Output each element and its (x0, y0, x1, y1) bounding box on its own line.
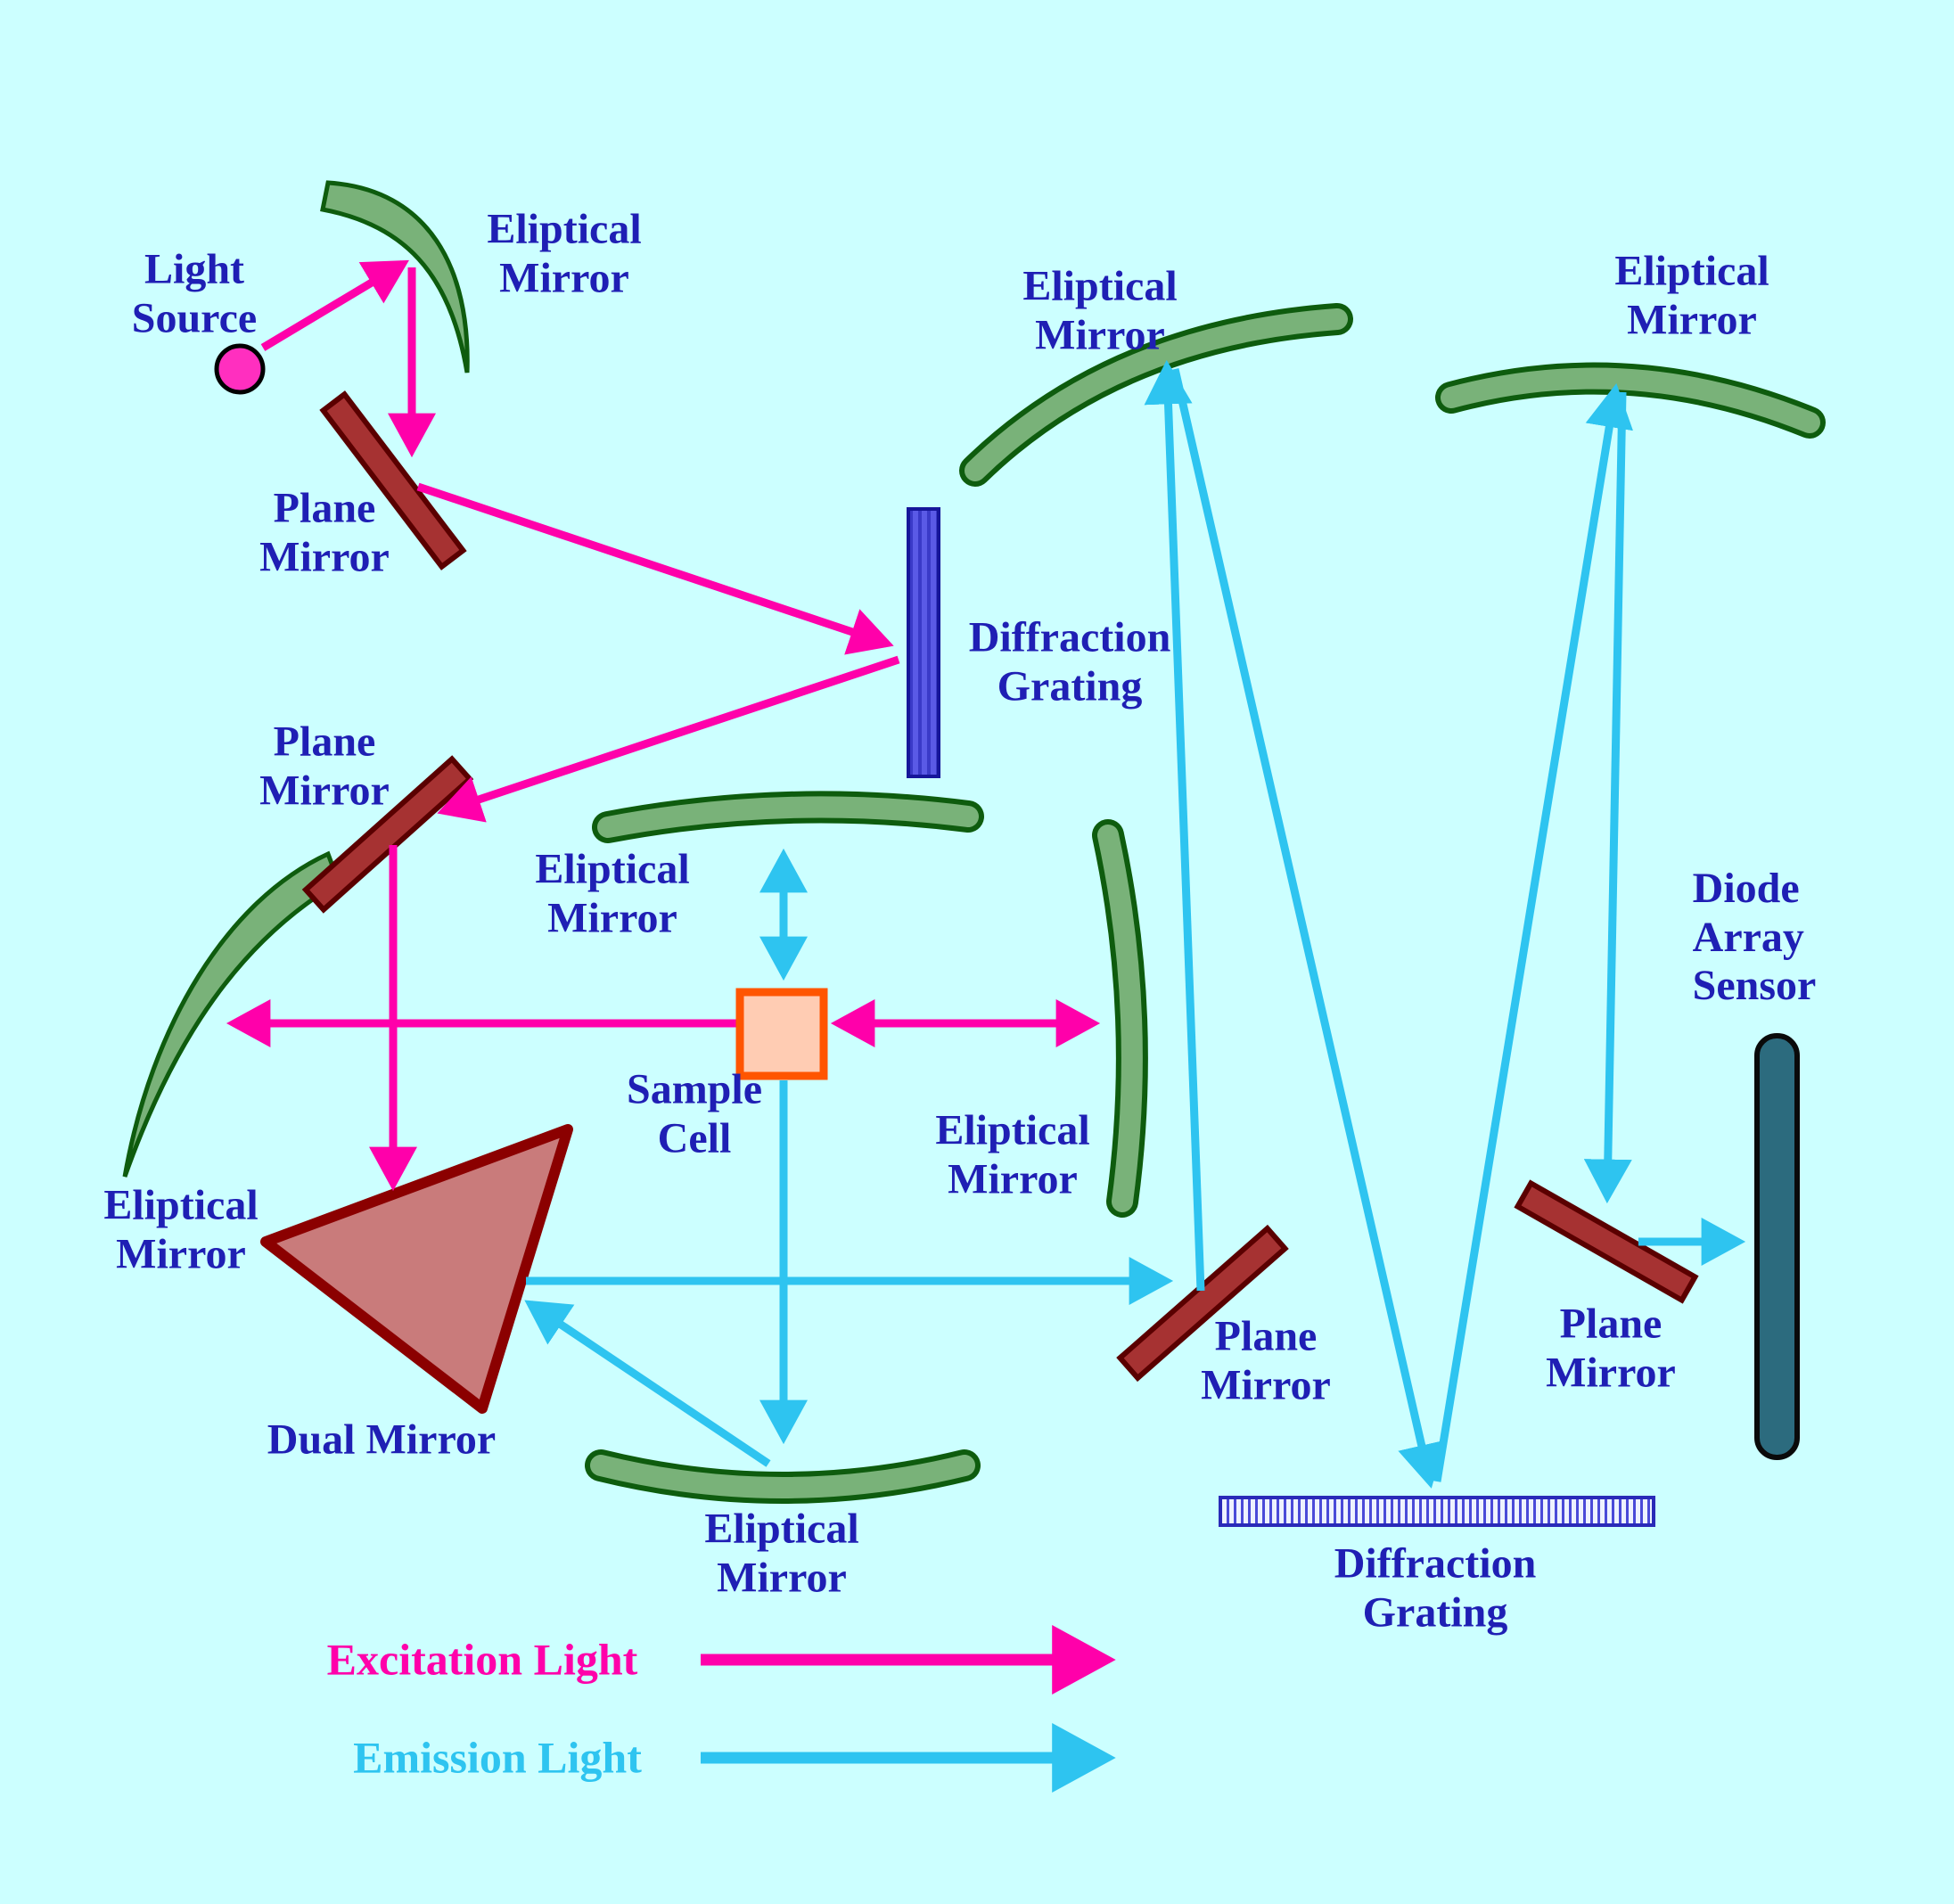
plane-mirror-4-label: Plane Mirror (1546, 1300, 1676, 1396)
plane-mirror-1 (319, 390, 467, 570)
excitation-ray-grating-to-plane2 (437, 655, 900, 823)
elliptical-mirror-top-right-2 (1441, 367, 1820, 433)
legend-emission-label: Emission Light (353, 1732, 642, 1783)
diode-array-sensor (1754, 1033, 1800, 1460)
plane-mirror-3 (1116, 1224, 1289, 1383)
elliptical-mirror-top-left-label: Eliptical Mirror (487, 205, 642, 301)
elliptical-mirror-left (122, 850, 342, 1178)
elliptical-mirror-above-sample (597, 796, 979, 838)
excitation-ray-source-to-mirror (260, 259, 409, 351)
diffraction-grating-2-label: Diffraction Grating (1334, 1539, 1537, 1636)
sample-cell (735, 988, 828, 1080)
diffraction-grating-1-label: Diffraction Grating (968, 613, 1171, 710)
emission-ray-bottom-mirror-to-dual (524, 1300, 771, 1467)
elliptical-mirror-right-of-sample (1097, 825, 1143, 1212)
elliptical-mirror-top-right-1 (965, 308, 1348, 481)
excitation-rays (226, 259, 1101, 1192)
plane-mirror-1-label: Plane Mirror (259, 484, 390, 580)
elliptical-mirror-left-label: Eliptical Mirror (103, 1181, 259, 1277)
emission-ray-tr-mirror2-to-plane4 (1583, 391, 1632, 1204)
elliptical-mirror-top-right-2-label: Eliptical Mirror (1614, 247, 1769, 343)
excitation-ray-plane1-to-grating (416, 482, 894, 655)
legend-excitation-label: Excitation Light (326, 1634, 638, 1685)
sample-cell-label: Sample Cell (626, 1065, 763, 1161)
emission-ray-grating2-to-tr-mirror2 (1433, 383, 1633, 1482)
elliptical-mirror-above-sample-label: Eliptical Mirror (535, 845, 690, 941)
plane-mirror-2-label: Plane Mirror (259, 718, 390, 814)
legend-arrows (701, 1625, 1116, 1793)
plane-mirrors (301, 390, 1699, 1383)
elliptical-mirror-right-of-sample-label: Eliptical Mirror (935, 1106, 1090, 1202)
emission-rays (524, 359, 1746, 1489)
emission-ray-plane3-to-tr-mirror1 (1144, 359, 1205, 1292)
diffraction-grating-1 (907, 507, 940, 778)
elliptical-mirror-bottom (590, 1455, 975, 1498)
elliptical-mirror-top-left (320, 180, 470, 373)
plane-mirror-2 (301, 755, 474, 914)
diode-array-sensor-label: Diode Array Sensor (1692, 864, 1817, 1010)
elliptical-mirror-top-right-1-label: Eliptical Mirror (1022, 262, 1178, 358)
diffraction-grating-2 (1219, 1496, 1655, 1527)
elliptical-mirror-bottom-label: Eliptical Mirror (704, 1505, 859, 1601)
plane-mirror-3-label: Plane Mirror (1201, 1312, 1331, 1408)
emission-ray-tr-mirror1-to-grating2 (1170, 367, 1446, 1489)
dual-mirror-label: Dual Mirror (267, 1416, 497, 1464)
light-source (214, 343, 266, 395)
dual-mirror (260, 1124, 573, 1414)
plane-mirror-4 (1514, 1179, 1699, 1304)
light-source-label: Light Source (131, 245, 258, 341)
